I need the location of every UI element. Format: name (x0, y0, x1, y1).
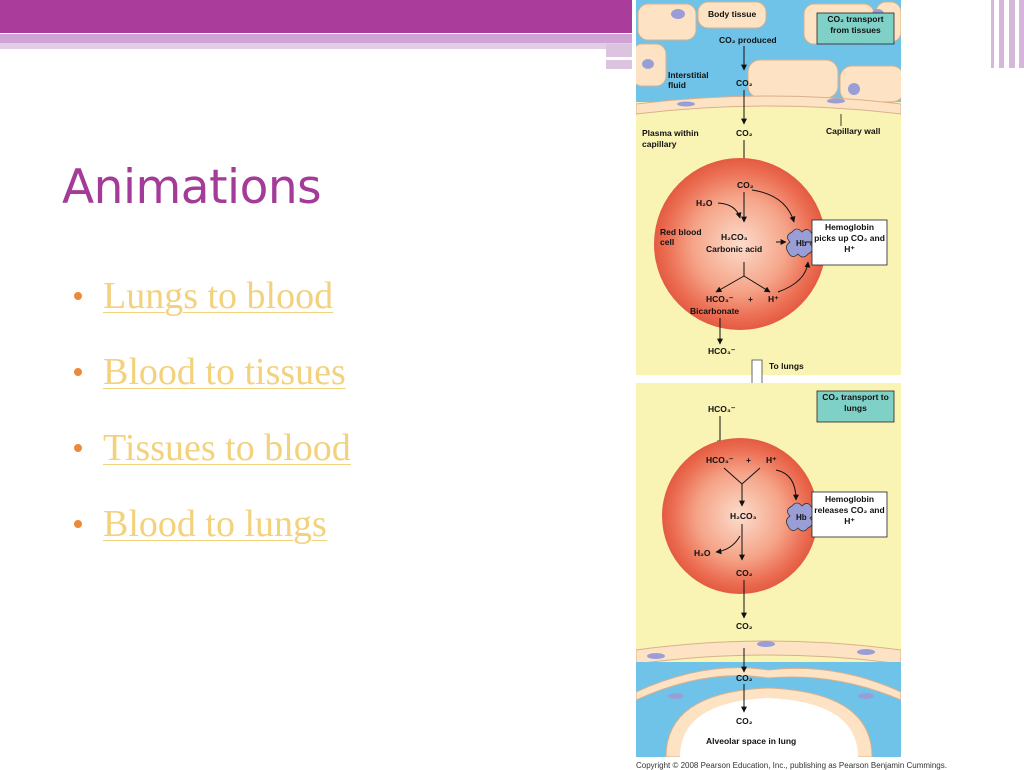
top-panel: Body tissue CO₂ transport from tissues C… (636, 0, 901, 375)
top-banner-stripe (0, 34, 632, 43)
bullet-icon (74, 368, 82, 376)
alveolar-space-label: Alveolar space in lung (706, 736, 796, 746)
red-blood-cell (654, 158, 826, 330)
hemoglobin-release-box (811, 491, 888, 538)
plasma-label: Plasma within capillary (642, 128, 699, 149)
bottom-panel-title: CO₂ transport to lungs (822, 392, 889, 413)
top-banner (0, 0, 632, 33)
rbc-h2o-lungs: H₂O (694, 548, 711, 558)
rbc-h2o: H₂O (696, 198, 713, 208)
interstitial-fluid-label: Interstitial fluid (668, 70, 709, 90)
hemoglobin-icon: Hb (786, 502, 814, 532)
co2-alveolar-wall: CO₂ (736, 673, 753, 683)
hemoglobin-pickup-note: Hemoglobin picks up CO₂ and H⁺ (814, 222, 885, 254)
rbc-h2co3-lungs: H₂CO₃ (730, 511, 757, 521)
rbc-plus: + (748, 294, 753, 304)
banner-accent-gap (606, 57, 632, 60)
hco3-in: HCO₃⁻ (708, 404, 736, 414)
banner-accent (606, 44, 632, 69)
hemoglobin-icon: Hb (786, 228, 814, 258)
bottom-panel-title-box (816, 390, 895, 423)
link-tissues-to-blood[interactable]: Tissues to blood (103, 427, 351, 469)
hco3-out: HCO₃⁻ (708, 346, 736, 356)
link-lungs-to-blood[interactable]: Lungs to blood (103, 275, 334, 317)
co2-plasma-lungs: CO₂ (736, 621, 753, 631)
rbc-h-plus: H⁺ (768, 294, 779, 304)
rbc-plus-lungs: + (746, 455, 751, 465)
rbc-co2-lungs: CO₂ (736, 568, 753, 578)
copyright-note: Copyright © 2008 Pearson Education, Inc.… (636, 761, 947, 770)
rbc-co2: CO₂ (737, 180, 754, 190)
rbc-carbonic-acid: Carbonic acid (706, 244, 762, 254)
co2-plasma: CO₂ (736, 128, 753, 138)
link-blood-to-tissues[interactable]: Blood to tissues (103, 351, 346, 393)
rbc-h2co3: H₂CO₃ (721, 232, 748, 242)
body-tissue-label: Body tissue (708, 9, 756, 19)
hemoglobin-release-note: Hemoglobin releases CO₂ and H⁺ (814, 494, 885, 526)
link-blood-to-lungs[interactable]: Blood to lungs (103, 503, 327, 545)
svg-text:Hb: Hb (796, 513, 807, 522)
capillary-wall-label: Capillary wall (826, 126, 881, 136)
bullet-icon (74, 444, 82, 452)
bullet-icon (74, 292, 82, 300)
top-panel-title: CO₂ transport from tissues (827, 14, 884, 35)
svg-text:Hb: Hb (796, 239, 807, 248)
co2-produced-label: CO₂ produced (719, 35, 777, 45)
top-banner-stripe-pale (0, 43, 632, 49)
slide-title: Animations (62, 160, 322, 215)
rbc-hco3-lungs: HCO₃⁻ (706, 455, 734, 465)
co2-interstitial: CO₂ (736, 78, 753, 88)
rbc-label: Red blood cell (660, 227, 702, 247)
hemoglobin-note-box (811, 219, 888, 266)
top-panel-title-box (816, 12, 895, 45)
rbc-h-plus-lungs: H⁺ (766, 455, 777, 465)
svg-text:To lungs: To lungs (769, 361, 804, 371)
co2-transport-diagram: Body tissue CO₂ transport from tissues C… (636, 0, 901, 757)
co2-alveolus: CO₂ (736, 716, 753, 726)
bottom-panel: CO₂ transport to lungs HCO₃⁻ HCO₃⁻ + H⁺ … (636, 383, 901, 757)
bullet-icon (74, 520, 82, 528)
red-blood-cell-lungs (662, 438, 818, 594)
rbc-bicarbonate: Bicarbonate (690, 306, 739, 316)
rbc-hco3: HCO₃⁻ (706, 294, 734, 304)
corner-stripes (989, 0, 1024, 68)
